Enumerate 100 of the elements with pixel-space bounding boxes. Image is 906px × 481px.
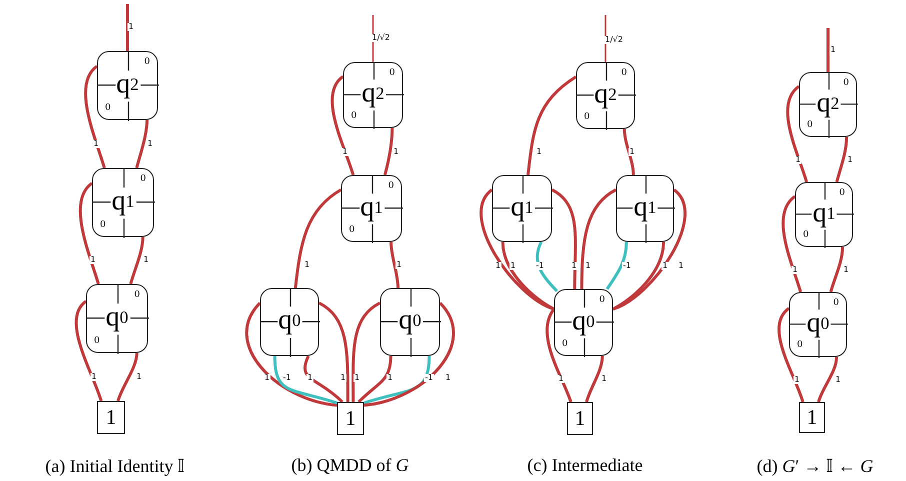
edge-label: 1 (794, 156, 802, 164)
edge-label: 1 (146, 140, 154, 148)
decision-node (799, 72, 857, 137)
edge-label: 1 (628, 148, 636, 156)
edge-label: 1 (535, 148, 543, 156)
zero-weight-label: 0 (621, 69, 627, 78)
edge-label: 1 (395, 261, 403, 269)
edge-label: 1 (303, 261, 311, 269)
edge-label: -1 (535, 262, 545, 270)
zero-weight-label: 0 (584, 113, 590, 122)
edge-label: 1 (842, 266, 850, 274)
edge-label: 1 (306, 374, 314, 382)
zero-weight-label: 0 (803, 231, 809, 240)
edge-label: 1 (135, 373, 143, 381)
edge-label: 1 (353, 374, 361, 382)
weighted-edge (585, 356, 604, 402)
weighted-edge (390, 242, 400, 288)
weighted-edge (835, 136, 848, 182)
zero-weight-label: 0 (599, 296, 605, 305)
edge-label: 1 (829, 46, 837, 54)
weighted-edge (129, 236, 144, 284)
edge-label: 1 (263, 374, 271, 382)
weighted-edge (304, 355, 344, 404)
edge-label: 1 (846, 156, 854, 164)
weighted-edge (116, 352, 138, 402)
edge-label: 1 (494, 262, 502, 270)
weighted-edge (135, 120, 149, 168)
weighted-edge (546, 308, 572, 403)
terminal-node: 1 (337, 402, 364, 435)
edge-label: -1 (622, 262, 632, 270)
edge-label: 1/√2 (371, 34, 391, 42)
weighted-edge (786, 85, 808, 182)
zero-weight-label: 0 (351, 112, 357, 121)
weighted-edge (536, 241, 558, 292)
weighted-edge (817, 356, 838, 402)
edge-label: 1 (444, 374, 452, 382)
zero-weight-label: 0 (389, 69, 395, 78)
edge-label: -1 (424, 374, 434, 382)
zero-weight-label: 0 (349, 226, 355, 235)
decision-node (795, 182, 853, 247)
subfigure-caption: (c) Intermediate (527, 455, 643, 476)
subfigure-caption: (a) Initial Identity 𝕀 (45, 455, 185, 477)
weighted-edge (372, 15, 374, 62)
zero-weight-label: 0 (807, 121, 813, 130)
weighted-edge (358, 356, 392, 404)
weighted-edge (501, 242, 555, 310)
weighted-edge (364, 356, 431, 404)
weighted-edge (526, 76, 577, 176)
decision-node (576, 62, 635, 129)
weighted-edge (612, 188, 686, 310)
weighted-edge (330, 75, 355, 176)
zero-weight-label: 0 (105, 104, 111, 113)
zero-weight-label: 0 (140, 175, 146, 184)
edge-label: 1 (677, 262, 685, 270)
weighted-edge (352, 302, 381, 402)
edge-label: 1 (570, 262, 578, 270)
weighted-edge (580, 188, 617, 289)
edge-label: 1 (92, 140, 100, 148)
decision-node (260, 288, 319, 356)
edge-label: 1 (509, 262, 517, 270)
weighted-edge (551, 188, 577, 290)
zero-weight-label: 0 (144, 58, 150, 67)
weighted-edge (294, 188, 342, 288)
decision-node (492, 175, 552, 242)
edge-label: 1 (584, 262, 592, 270)
weighted-edge (273, 356, 338, 404)
edge-label: 1 (127, 23, 135, 31)
edge-label: 1 (89, 256, 97, 264)
zero-weight-label: 0 (843, 79, 849, 88)
weighted-edge (782, 195, 802, 292)
decision-node (97, 51, 158, 120)
decision-node (616, 175, 674, 242)
edge-label: 1 (339, 374, 347, 382)
decision-node (343, 62, 403, 128)
decision-node (86, 284, 148, 353)
zero-weight-label: 0 (94, 337, 100, 346)
weighted-edge (778, 307, 804, 402)
zero-weight-label: 0 (134, 291, 140, 300)
terminal-node: 1 (97, 401, 125, 434)
edge-label: 1 (90, 373, 98, 381)
weighted-edge (622, 128, 635, 176)
weighted-edge (364, 302, 455, 407)
weighted-edge (318, 302, 350, 402)
weighted-edge (245, 302, 338, 407)
terminal-node: 1 (567, 402, 593, 435)
subfigure-caption: (d) G′ → 𝕀 ← G (756, 455, 874, 477)
edge-label: 1 (600, 375, 608, 383)
edge-label: 1 (392, 148, 400, 156)
edge-label: 1 (791, 266, 799, 274)
weighted-edge (84, 65, 106, 168)
decision-node (341, 175, 402, 242)
edge-label: 1 (793, 376, 801, 384)
decision-node (380, 288, 440, 356)
zero-weight-label: 0 (839, 189, 845, 198)
subfigure-caption: (b) QMDD of G (291, 455, 409, 476)
zero-weight-label: 0 (388, 182, 394, 191)
weighted-edge (78, 182, 100, 284)
weighted-edge (604, 15, 606, 62)
edge-label: 1 (557, 375, 565, 383)
weighted-edge (383, 128, 394, 176)
